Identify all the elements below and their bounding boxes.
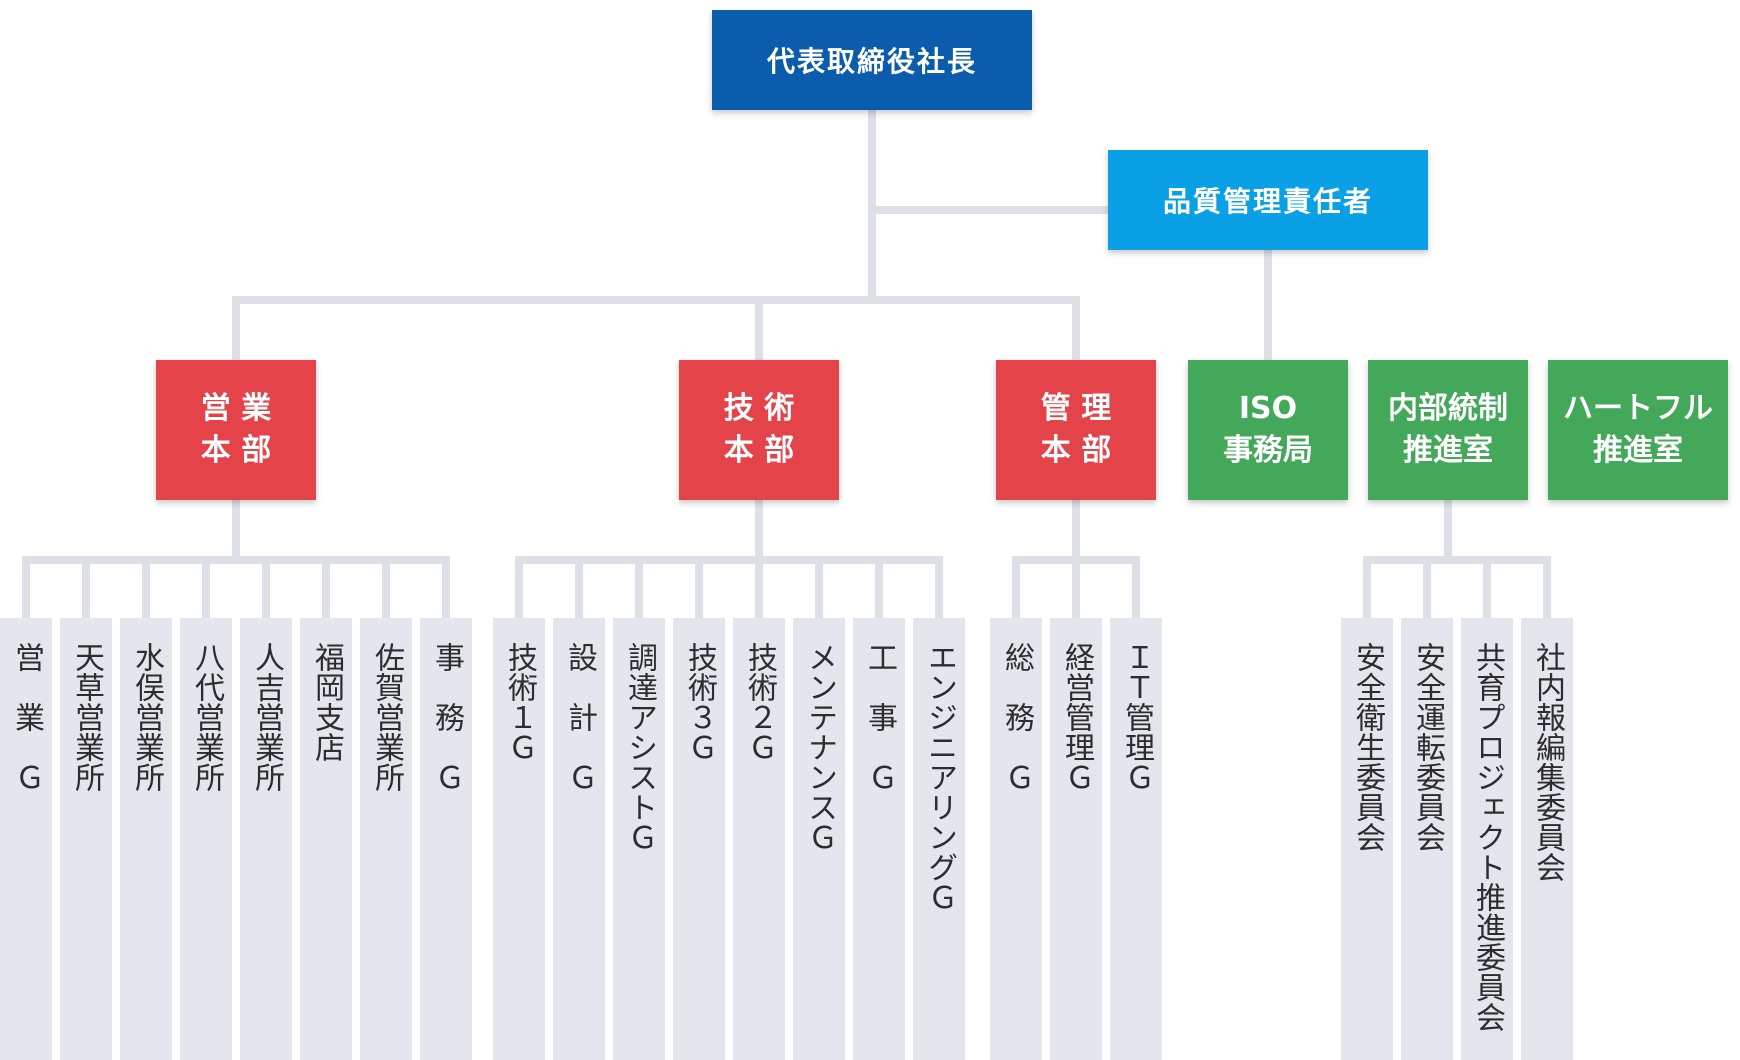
unit-label: 事 務 Ｇ: [429, 642, 464, 792]
committee-column: 社内報編集委員会: [1521, 618, 1573, 1060]
unit-column: 水俣営業所: [120, 618, 172, 1060]
division-admin-box: 管 理 本 部: [996, 360, 1156, 500]
unit-label: メンテナンスＧ: [802, 642, 837, 852]
unit-label: 技術１Ｇ: [502, 642, 537, 762]
division-admin-label: 管 理 本 部: [1040, 391, 1112, 468]
unit-label: 工 事 Ｇ: [862, 642, 897, 792]
division-sales-label: 営 業 本 部: [200, 391, 272, 468]
heartful-office-box: ハートフル 推進室: [1548, 360, 1728, 500]
unit-column: 工 事 Ｇ: [853, 618, 905, 1060]
iso-office-box: ISO 事務局: [1188, 360, 1348, 500]
unit-column: 技術３Ｇ: [673, 618, 725, 1060]
unit-column: 営 業 Ｇ: [0, 618, 52, 1060]
ceo-box: 代表取締役社長: [712, 10, 1032, 110]
unit-column: 技術１Ｇ: [493, 618, 545, 1060]
unit-label: 営 業 Ｇ: [9, 642, 44, 792]
unit-column: 佐賀営業所: [360, 618, 412, 1060]
unit-column: 天草営業所: [60, 618, 112, 1060]
unit-label: 福岡支店: [309, 642, 344, 762]
unit-column: 八代営業所: [180, 618, 232, 1060]
committee-label: 共育プロジェクト推進委員会: [1470, 642, 1505, 1032]
division-engineering-box: 技 術 本 部: [679, 360, 839, 500]
unit-column: 技術２Ｇ: [733, 618, 785, 1060]
unit-label: 天草営業所: [69, 642, 104, 792]
quality-manager-label: 品質管理責任者: [1162, 185, 1373, 218]
division-sales-box: 営 業 本 部: [156, 360, 316, 500]
unit-label: 技術３Ｇ: [682, 642, 717, 762]
unit-column: 人吉営業所: [240, 618, 292, 1060]
unit-column: 調達アシストＧ: [613, 618, 665, 1060]
unit-label: 技術２Ｇ: [742, 642, 777, 762]
committee-label: 安全衛生委員会: [1350, 642, 1385, 852]
committee-label: 社内報編集委員会: [1530, 642, 1565, 882]
unit-column: ＩＴ管理Ｇ: [1110, 618, 1162, 1060]
committee-column: 共育プロジェクト推進委員会: [1461, 618, 1513, 1060]
unit-column: 総 務 Ｇ: [990, 618, 1042, 1060]
unit-label: 調達アシストＧ: [622, 642, 657, 852]
unit-label: 設 計 Ｇ: [562, 642, 597, 792]
quality-manager-box: 品質管理責任者: [1108, 150, 1428, 250]
heartful-office-label: ハートフル 推進室: [1563, 391, 1713, 468]
unit-label: エンジニアリングＧ: [922, 642, 957, 912]
committee-column: 安全衛生委員会: [1341, 618, 1393, 1060]
unit-column: 経営管理Ｇ: [1050, 618, 1102, 1060]
unit-label: 水俣営業所: [129, 642, 164, 792]
unit-column: メンテナンスＧ: [793, 618, 845, 1060]
ceo-label: 代表取締役社長: [766, 45, 977, 78]
unit-column: 事 務 Ｇ: [420, 618, 472, 1060]
unit-label: 佐賀営業所: [369, 642, 404, 792]
iso-office-label: ISO 事務局: [1223, 391, 1313, 468]
unit-column: エンジニアリングＧ: [913, 618, 965, 1060]
committee-label: 安全運転委員会: [1410, 642, 1445, 852]
unit-label: ＩＴ管理Ｇ: [1119, 642, 1154, 792]
unit-label: 人吉営業所: [249, 642, 284, 792]
division-engineering-label: 技 術 本 部: [723, 391, 795, 468]
unit-column: 設 計 Ｇ: [553, 618, 605, 1060]
internal-control-label: 内部統制 推進室: [1388, 391, 1508, 468]
unit-column: 福岡支店: [300, 618, 352, 1060]
unit-label: 経営管理Ｇ: [1059, 642, 1094, 792]
unit-label: 八代営業所: [189, 642, 224, 792]
unit-label: 総 務 Ｇ: [999, 642, 1034, 792]
committee-column: 安全運転委員会: [1401, 618, 1453, 1060]
internal-control-box: 内部統制 推進室: [1368, 360, 1528, 500]
